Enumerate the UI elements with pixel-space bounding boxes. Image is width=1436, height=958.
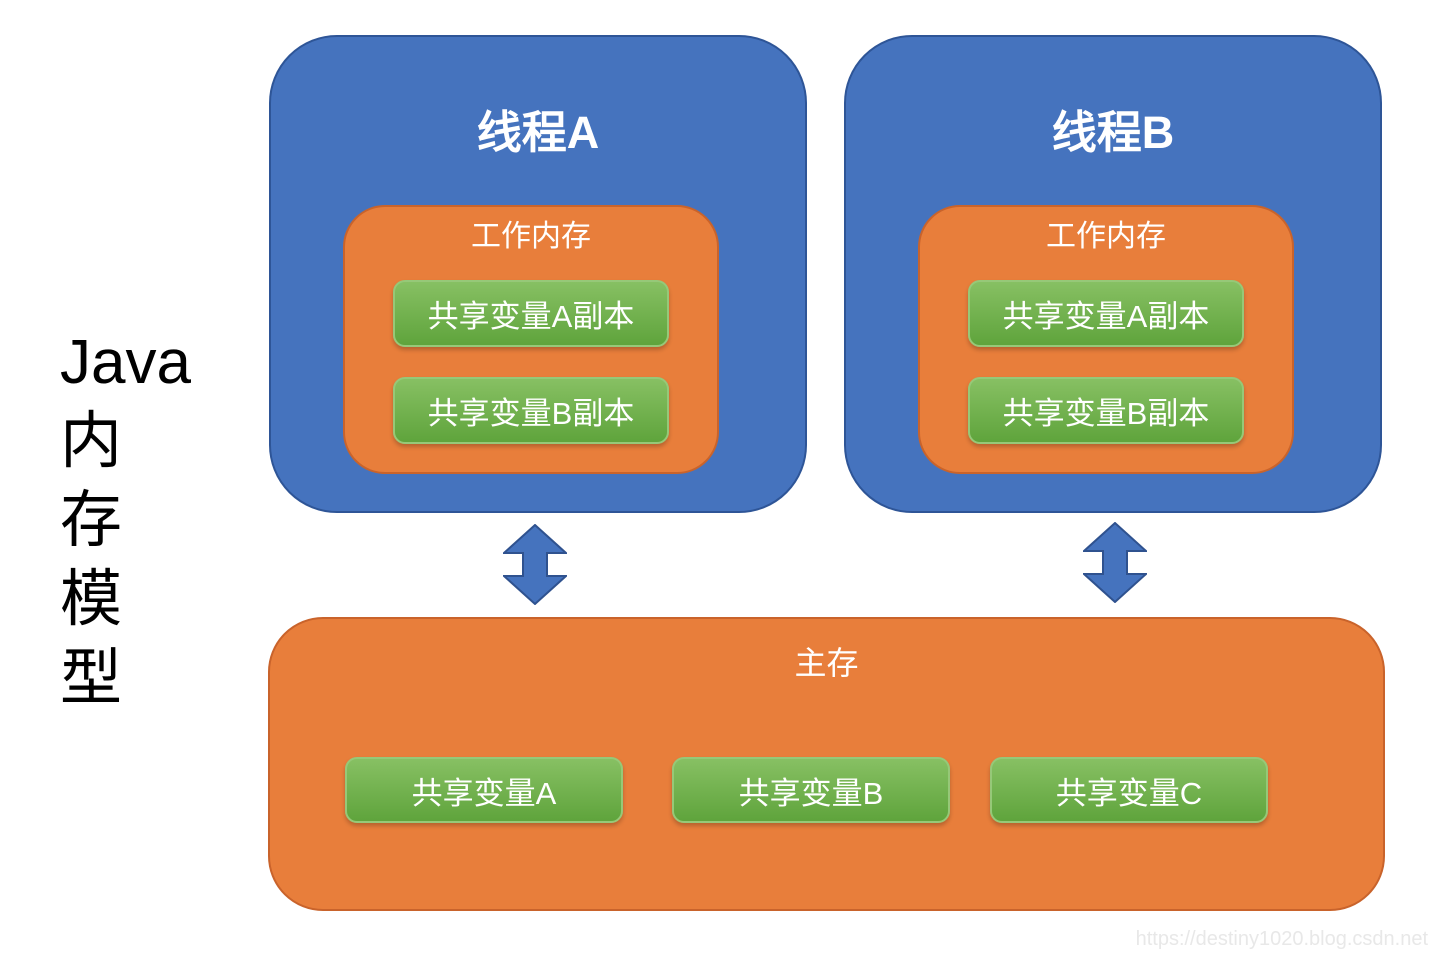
thread-b-title: 线程B: [1051, 107, 1175, 158]
thread-b-working-memory-box: 工作内存 共享变量A副本 共享变量B副本: [918, 205, 1294, 474]
shared-variable-b-copy: 共享变量B副本: [968, 377, 1244, 444]
shared-variable-c: 共享变量C: [990, 757, 1268, 823]
main-memory-box: 主存 共享变量A 共享变量B 共享变量C: [268, 617, 1385, 911]
thread-a-title: 线程A: [476, 107, 600, 158]
main-memory-title: 主存: [794, 645, 859, 681]
thread-a-box: 线程A 工作内存 共享变量A副本 共享变量B副本: [269, 35, 807, 513]
diagram-title-line: 内: [60, 407, 123, 476]
diagram-title-line: 存: [60, 486, 123, 555]
watermark: https://destiny1020.blog.csdn.net: [1135, 928, 1428, 950]
shared-variable-a: 共享变量A: [345, 757, 623, 823]
shared-variable-b: 共享变量B: [672, 757, 950, 823]
diagram-title-line: 模: [60, 565, 123, 634]
diagram-title-line: 型: [60, 644, 123, 713]
shared-variable-a-copy: 共享变量A副本: [393, 280, 669, 347]
diagram-title-line: Java: [60, 328, 191, 397]
working-memory-title: 工作内存: [471, 220, 591, 253]
thread-a-working-memory-box: 工作内存 共享变量A副本 共享变量B副本: [343, 205, 719, 474]
thread-b-box: 线程B 工作内存 共享变量A副本 共享变量B副本: [844, 35, 1382, 513]
updown-arrow-icon: [1083, 522, 1147, 603]
updown-arrow-icon: [503, 524, 567, 605]
shared-variable-b-copy: 共享变量B副本: [393, 377, 669, 444]
shared-variable-a-copy: 共享变量A副本: [968, 280, 1244, 347]
working-memory-title: 工作内存: [1046, 220, 1166, 253]
diagram-title: Java 内 存 模 型: [60, 323, 191, 718]
